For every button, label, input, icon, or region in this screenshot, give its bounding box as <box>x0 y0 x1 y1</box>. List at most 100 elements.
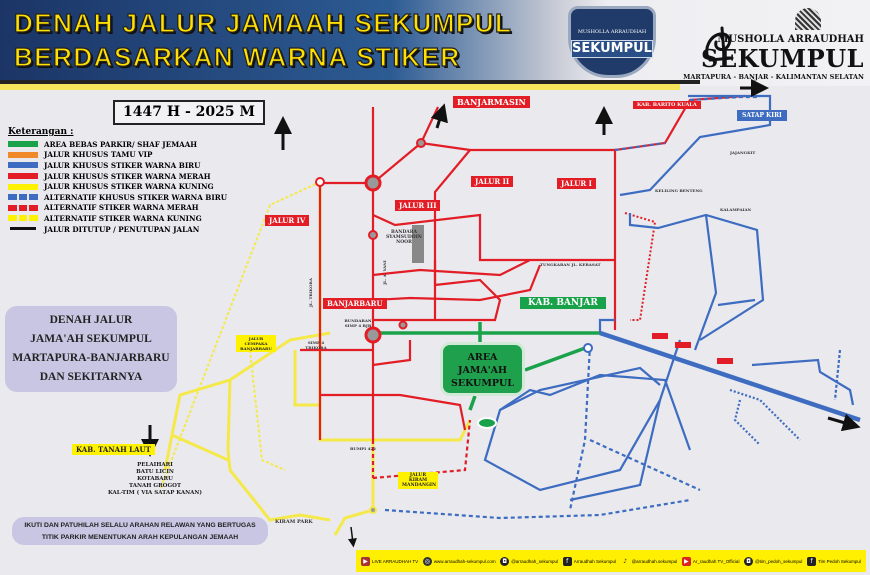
roundabout-node <box>583 343 593 353</box>
label-jalur-3: JALUR III <box>395 200 441 211</box>
road-closure-signs <box>652 333 733 364</box>
area-line: AREA <box>467 352 498 363</box>
place-bandara: BANDARA SYAMSUDDIN NOOR <box>386 230 422 245</box>
musholla-name: MUSHOLLA ARRAUDHAH <box>717 34 864 45</box>
label-satap-kiri: SATAP KIRI <box>737 110 787 121</box>
airport-runway <box>412 225 424 263</box>
social-tiktok[interactable]: ♪@arraudhah.sekumpul <box>621 557 677 566</box>
logo-top-text: MUSHOLLA ARRAUDHAH <box>577 29 647 35</box>
tiktok-icon: ♪ <box>623 557 628 565</box>
sekumpul-shield-logo: MUSHOLLA ARRAUDHAH SEKUMPUL <box>568 6 656 78</box>
globe-icon: ◎ <box>422 556 432 566</box>
place-bumpi: BUMPI 422 <box>350 446 376 451</box>
label-banjarmasin: BANJARMASIN <box>453 96 530 108</box>
label-jalur-kiram: JALUR KIRAM MANDANGIN <box>398 472 438 489</box>
destination: PELAIHARI <box>137 462 173 468</box>
title-line-1: DENAH JALUR JAMAAH SEKUMPUL <box>13 7 513 38</box>
area-line: SEKUMPUL <box>451 378 514 389</box>
label-jalur-4: JALUR IV <box>265 215 310 226</box>
legend-swatch <box>8 215 39 222</box>
instagram-icon: ◘ <box>744 556 754 566</box>
destination: KAL-TIM ( VIA SATAP KANAN) <box>107 490 203 496</box>
roundabout-node <box>398 320 408 330</box>
place-kerasat: TUNGKARAN JL. KERASAT <box>540 262 601 267</box>
instagram-icon: ◘ <box>500 556 510 566</box>
header-banner: DENAH JALUR JAMAAH SEKUMPUL BERDASARKAN … <box>0 0 870 86</box>
dome-icon <box>795 8 821 30</box>
label-jalur-cempaka: JALUR CEMPAKA BANJARBARU <box>236 335 276 352</box>
social-media-bar: ▶LIVE ARRAUDHAH TV ◎www.arraudhah-sekump… <box>356 550 866 572</box>
label-tanah-laut: KAB. TANAH LAUT <box>72 444 155 455</box>
title-line-2: BERDASARKAN WARNA STIKER <box>13 41 461 72</box>
roundabout-node <box>364 174 382 192</box>
facebook-icon: f <box>562 556 572 566</box>
stadium-icon <box>477 417 497 429</box>
label-kab-banjar: KAB. BANJAR <box>520 297 606 309</box>
social-website[interactable]: ◎www.arraudhah-sekumpul.com <box>422 556 496 566</box>
musholla-logo: MUSHOLLA ARRAUDHAH SEKUMPUL MARTAPURA - … <box>683 8 870 82</box>
legend-swatch <box>8 173 38 180</box>
legend-swatch <box>8 183 38 190</box>
header-divider <box>0 80 700 84</box>
musholla-sekumpul: SEKUMPUL <box>701 44 864 73</box>
calligraphy-icon <box>705 26 734 62</box>
social-instagram-2[interactable]: ◘@tim_pedoh_sekumpul <box>744 556 802 566</box>
label-jalur-2: JALUR II <box>471 176 514 187</box>
label-barito-kuala: KAB. BARITO KUALA <box>633 101 701 109</box>
arrow-east-icon <box>827 413 861 432</box>
roundabout-node <box>416 138 426 148</box>
arrow-north-icon <box>430 103 448 129</box>
notice-panel: IKUTI DAN PATUHILAH SELALU ARAHAN RELAWA… <box>12 517 268 545</box>
place-kiram-park: KIRAM PARK <box>275 519 313 525</box>
legend-item: JALUR KHUSUS TAMU VIP <box>8 150 227 161</box>
year-box: 1447 H - 2025 M <box>113 100 265 125</box>
logo-name: SEKUMPUL <box>571 40 653 58</box>
legend-swatch <box>8 194 39 201</box>
social-instagram[interactable]: ◘@arraudhah_sekumpul <box>500 556 558 566</box>
legend-item: AREA BEBAS PARKIR/ SHAF JEMAAH <box>8 139 227 150</box>
place-simp4-trikora: SIMP 4 TRIKORA <box>305 340 327 350</box>
social-live-tv[interactable]: ▶LIVE ARRAUDHAH TV <box>361 556 418 566</box>
place-kalampaian: KALAMPAIAN <box>720 207 752 212</box>
roundabouts <box>315 138 593 514</box>
destination: TANAH GROGOT <box>128 483 182 489</box>
notice-line: IKUTI DAN PATUHILAH SELALU ARAHAN RELAWA… <box>24 522 256 529</box>
legend-item: ALTERNATIF STIKER WARNA KUNING <box>8 213 227 224</box>
place-bundaran: BUNDARAN SIMP 4 BJB <box>344 318 372 328</box>
legend-swatch <box>8 151 38 158</box>
info-panel: DENAH JALUR JAMA'AH SEKUMPUL MARTAPURA-B… <box>5 306 177 392</box>
roundabout-node <box>315 177 325 187</box>
closure-sign-icon <box>675 342 691 348</box>
notice-line: TITIK PARKIR MENENTUKAN ARAH KEPULANGAN … <box>41 534 239 541</box>
destination: KOTABARU <box>137 476 173 482</box>
legend-title: Keterangan : <box>8 127 74 137</box>
live-tv-icon: ▶ <box>361 556 370 566</box>
legend-item: JALUR KHUSUS STIKER WARNA BIRU <box>8 160 227 171</box>
legend-item: JALUR KHUSUS STIKER WARNA MERAH <box>8 171 227 182</box>
label-jalur-1: JALUR I <box>557 178 596 189</box>
blue-routes <box>384 94 861 520</box>
info-line: DENAH JALUR <box>49 314 133 326</box>
legend-swatch <box>8 162 38 169</box>
legend-item: JALUR KHUSUS STIKER WARNA KUNING <box>8 181 227 192</box>
roundabout-node <box>369 506 377 514</box>
place-keliling-benteng: KELILING BENTENG <box>655 188 703 193</box>
facebook-icon: f <box>807 556 817 566</box>
area-jamaah-sekumpul: AREA JAMA'AH SEKUMPUL <box>440 342 525 396</box>
destination: BATU LICIN <box>136 469 174 475</box>
legend-swatch <box>8 141 38 148</box>
arrow-south-icon <box>347 526 357 548</box>
closure-sign-icon <box>717 358 733 364</box>
youtube-icon: ▶ <box>681 556 691 566</box>
header-stripe <box>0 84 680 90</box>
place-jl-ayani: JL. A. YANI <box>381 260 387 285</box>
roundabout-node <box>364 326 382 344</box>
roundabout-node <box>368 230 378 240</box>
legend-item: ALTERNATIF KHUSUS STIKER WARNA BIRU <box>8 192 227 203</box>
info-line: DAN SEKITARNYA <box>39 371 143 383</box>
social-youtube[interactable]: ▶Ar_raudhah TV_Official <box>681 556 739 566</box>
place-jajangkit: JAJANGKIT <box>730 150 756 155</box>
